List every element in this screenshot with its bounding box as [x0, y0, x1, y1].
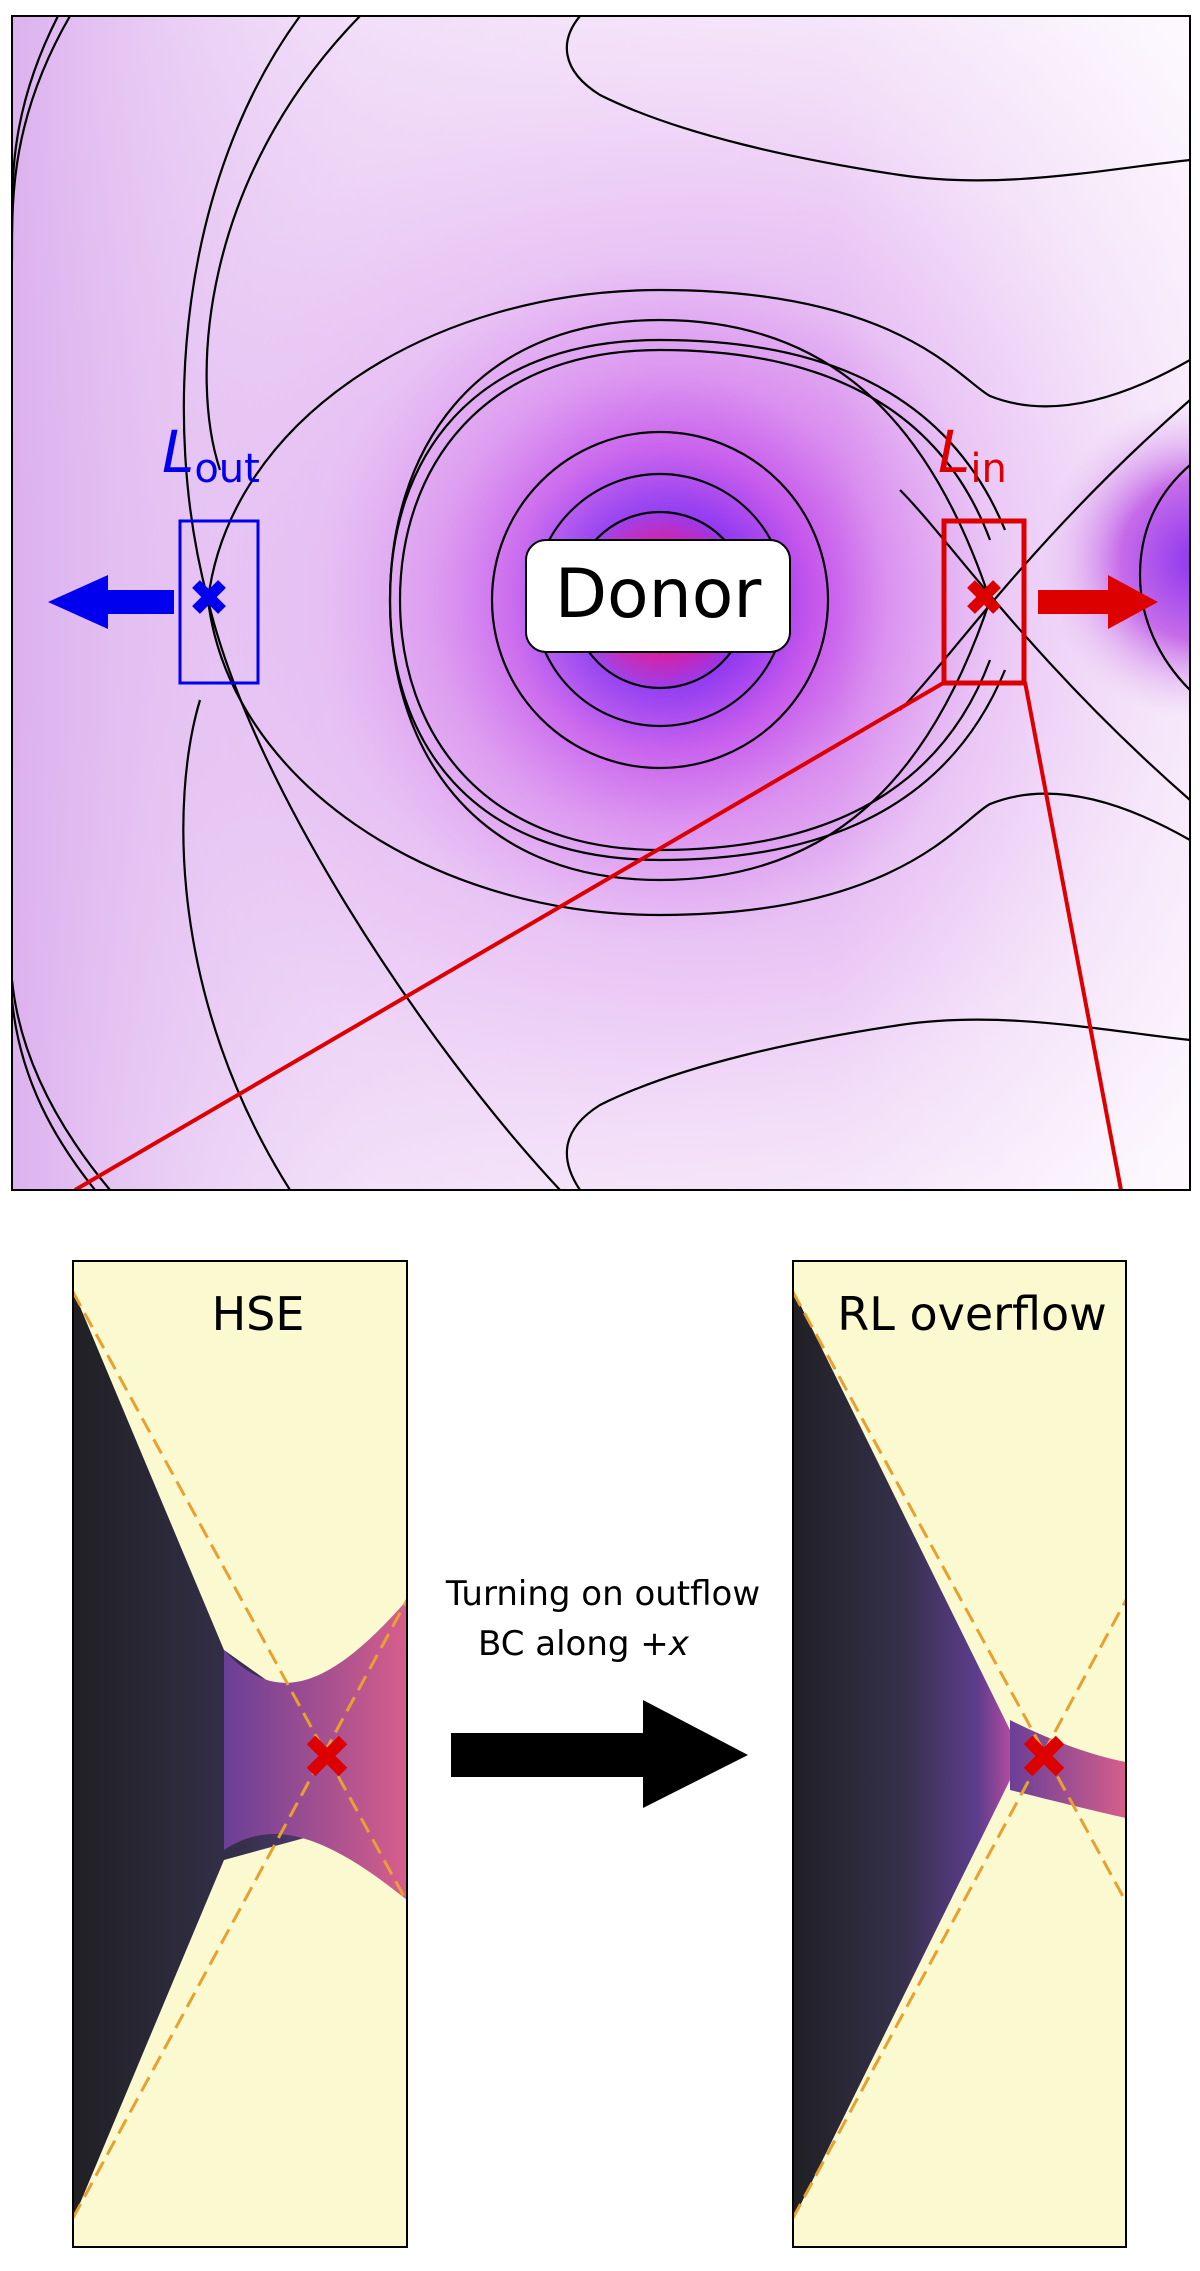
accretor-contour: [1138, 464, 1190, 691]
l-in-marker: Lin: [938, 418, 1158, 686]
donor-label: Donor: [555, 555, 762, 634]
transition-line-1: Turning on outflow: [445, 1574, 760, 1614]
rl-dense-region: [793, 1290, 1010, 2220]
lin-separatrix-b: [899, 399, 1190, 711]
donor-label-box: Donor: [525, 539, 791, 653]
rl-frame: [792, 1260, 1127, 2248]
transition-arrow-icon: [451, 1700, 748, 1808]
zoom-line-left: [73, 680, 947, 1190]
l-in-cross-icon: [967, 580, 1001, 614]
hse-l1-cross-icon: [306, 1735, 348, 1777]
contour-outer-upper: [206, 288, 1190, 601]
lout-separatrix-c: [205, 16, 361, 471]
l-out-label: Lout: [162, 418, 260, 492]
hse-separatrix-a: [73, 1291, 407, 1903]
transition-line-2: BC along +x: [478, 1624, 690, 1664]
equipotential-contours: [12, 16, 1190, 1190]
contour-outer-lower: [206, 599, 1190, 917]
lout-separatrix-b: [182, 699, 291, 1190]
roche-lobe-contour: [388, 318, 992, 882]
transition-annotation: Turning on outflow BC along +x: [445, 1574, 760, 1808]
zoom-line-right: [1023, 681, 1123, 1190]
accretor-potential-well: [1040, 400, 1190, 720]
contour-far-left-3: [12, 979, 111, 1190]
rl-title: RL overflow: [837, 1287, 1107, 1341]
hse-title: HSE: [212, 1287, 305, 1341]
l-out-cross-icon: [192, 580, 226, 614]
contour-inner-4: [490, 430, 830, 770]
contour-near-lobe-1: [398, 348, 992, 852]
top-panel-frame: [11, 15, 1191, 1191]
lin-separatrix-a: [899, 489, 1190, 801]
contour-bottom-right: [565, 1018, 1190, 1190]
l-out-marker: Lout: [48, 418, 260, 685]
hse-frame: [72, 1260, 408, 2248]
roche-potential-panel: Donor Lout Lin: [11, 15, 1191, 1191]
l-in-label: Lin: [938, 418, 1007, 492]
contour-top-right: [565, 16, 1190, 182]
rl-separatrix-a: [793, 1291, 1126, 1903]
rl-overflow-panel: RL overflow: [792, 1260, 1127, 2248]
hse-separatrix-b: [73, 1599, 407, 2219]
l-out-arrow-left-icon: [48, 575, 174, 629]
rl-l1-cross-icon: [1023, 1735, 1065, 1777]
rl-separatrix-b: [793, 1599, 1126, 2219]
l-out-box: [178, 519, 260, 685]
contour-far-left-4: [12, 999, 96, 1190]
l-in-box: [941, 518, 1027, 686]
l-in-arrow-right-icon: [1038, 575, 1158, 629]
hse-panel: HSE: [72, 1260, 408, 2248]
